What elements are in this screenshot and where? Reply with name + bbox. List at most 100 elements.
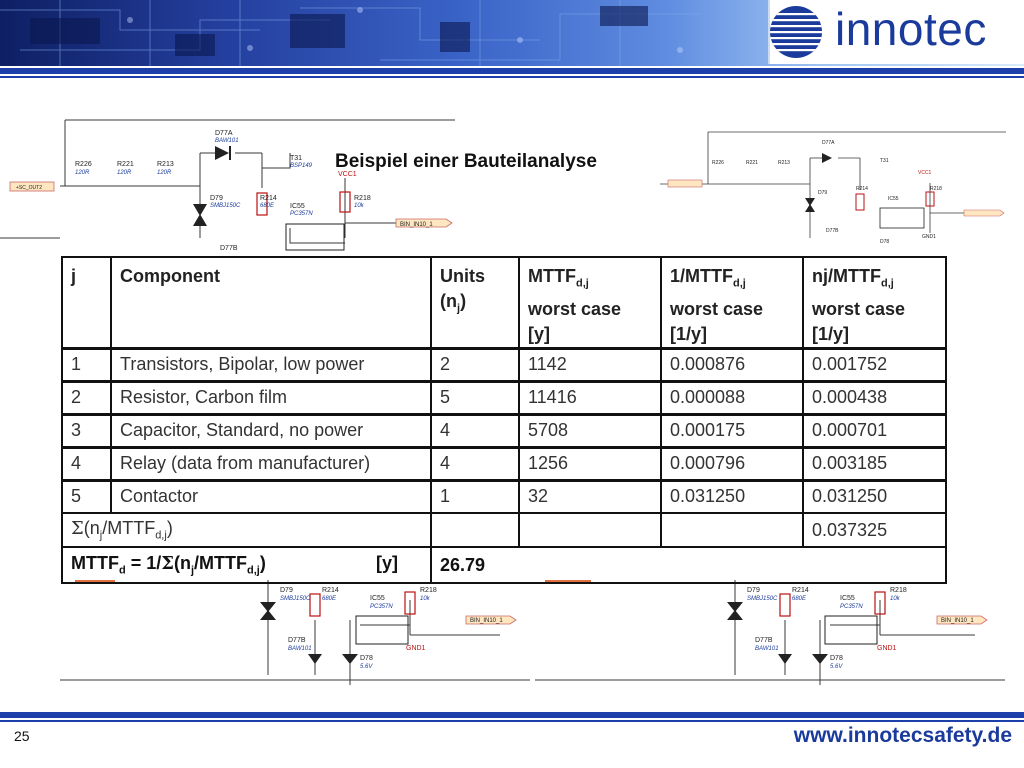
cell-nj-mttf: 0.000438 [802,379,947,416]
cell-units: 2 [430,346,520,383]
cell-mttf: 5708 [518,412,662,449]
svg-text:BAW101: BAW101 [755,646,779,652]
svg-text:R214: R214 [260,195,277,202]
cell-units: 5 [430,379,520,416]
sum-label: Σ(nj/MTTFd,j) [61,512,432,549]
svg-text:BSP149: BSP149 [290,163,313,169]
svg-text:D79: D79 [210,195,223,202]
svg-text:D79: D79 [818,190,827,196]
cell-inverse-mttf: 0.000796 [660,445,804,482]
col-header-nj-mttf: nj/MTTFd,j worst case [1/y] [802,255,947,350]
svg-text:T31: T31 [290,155,302,162]
svg-text:680E: 680E [260,203,275,209]
svg-text:IC55: IC55 [888,196,899,202]
cell-units: 1 [430,478,520,515]
cell-nj-mttf: 0.001752 [802,346,947,383]
cell-j: 4 [61,445,112,482]
svg-text:D78: D78 [880,239,889,245]
svg-text:GND1: GND1 [877,645,897,652]
cell-inverse-mttf: 0.031250 [660,478,804,515]
svg-text:680E: 680E [322,596,337,602]
svg-text:T31: T31 [880,158,889,164]
col-header-j: j [61,255,112,350]
col-header-component: Component [110,255,432,350]
svg-text:IC55: IC55 [370,595,385,602]
svg-text:BIN_IN10_1: BIN_IN10_1 [941,618,974,624]
svg-text:SMBJ150C: SMBJ150C [747,596,778,602]
cell-j: 5 [61,478,112,515]
cell-component: Transistors, Bipolar, low power [110,346,432,383]
svg-text:SMBJ150C: SMBJ150C [210,203,241,209]
cell-nj-mttf: 0.000701 [802,412,947,449]
col-header-inverse-mttf: 1/MTTFd,j worst case [1/y] [660,255,804,350]
svg-text:R218: R218 [890,587,907,594]
svg-text:GND1: GND1 [922,234,936,240]
cell-mttf: 32 [518,478,662,515]
innotec-logo-icon [770,6,822,58]
table-header-row: j Component Units (nj) MTTFd,j worst cas… [61,255,947,350]
schematic-bottom-left: D79 R214 IC55 R218 D77B D78 GND1 BIN_IN1… [60,580,530,685]
svg-text:SMBJ150C: SMBJ150C [280,596,311,602]
svg-text:GND1: GND1 [406,645,426,652]
table-row: 5 Contactor 1 32 0.031250 0.031250 [61,478,947,515]
svg-text:BAW101: BAW101 [215,138,239,144]
sum-value: 0.037325 [802,512,947,549]
svg-text:R221: R221 [746,160,758,166]
cell-j: 1 [61,346,112,383]
header-rule-thin [0,76,1024,78]
schematic-top-right: R226 R221 R213 D77A T31 VCC1 D79 R214 IC… [660,131,1006,245]
page-number: 25 [14,728,30,744]
svg-text:5.6V: 5.6V [360,664,373,670]
svg-text:R213: R213 [778,160,790,166]
cell-mttf: 11416 [518,379,662,416]
mttf-result-label: MTTFd = 1/Σ(nj/MTTFd,j) [y] [61,546,432,585]
header-rule [0,68,1024,74]
svg-text:BIN_IN10_1: BIN_IN10_1 [400,222,433,228]
svg-text:R214: R214 [856,186,868,192]
table-row: 3 Capacitor, Standard, no power 4 5708 0… [61,412,947,449]
cell-inverse-mttf: 0.000088 [660,379,804,416]
cell-component: Relay (data from manufacturer) [110,445,432,482]
logo-wordmark: innotec [835,3,987,55]
svg-text:BAW101: BAW101 [288,646,312,652]
slide-title: Beispiel einer Bauteilanalyse [335,151,597,172]
cell-nj-mttf: 0.031250 [802,478,947,515]
svg-text:10k: 10k [890,596,901,602]
svg-text:10k: 10k [420,596,431,602]
footer-rule [0,712,1024,718]
svg-text:D77B: D77B [755,637,773,644]
svg-text:PC357N: PC357N [370,604,393,610]
cell-component: Capacitor, Standard, no power [110,412,432,449]
svg-text:R218: R218 [420,587,437,594]
svg-text:120R: 120R [117,170,132,176]
svg-text:R218: R218 [354,195,371,202]
sum-row: Σ(nj/MTTFd,j) 0.037325 [61,512,947,549]
footer-website-link[interactable]: www.innotecsafety.de [793,724,1012,747]
table-row: 4 Relay (data from manufacturer) 4 1256 … [61,445,947,482]
svg-text:D77B: D77B [288,637,306,644]
mttf-result-unit: [y] [376,553,398,574]
cell-j: 2 [61,379,112,416]
cell-j: 3 [61,412,112,449]
svg-text:D78: D78 [830,655,843,662]
footer-rule-thin [0,720,1024,722]
cell-mttf: 1142 [518,346,662,383]
svg-text:R226: R226 [712,160,724,166]
cell-units: 4 [430,445,520,482]
svg-text:PC357N: PC357N [290,211,313,217]
svg-text:D79: D79 [280,587,293,594]
svg-text:D77B: D77B [826,228,839,234]
svg-text:R214: R214 [792,587,809,594]
svg-text:R213: R213 [157,161,174,168]
cell-units: 4 [430,412,520,449]
svg-text:R226: R226 [75,161,92,168]
svg-text:IC55: IC55 [290,203,305,210]
svg-text:R214: R214 [322,587,339,594]
svg-text:D77B: D77B [220,245,238,252]
cell-component: Resistor, Carbon film [110,379,432,416]
cell-mttf: 1256 [518,445,662,482]
cell-component: Contactor [110,478,432,515]
svg-text:120R: 120R [157,170,172,176]
svg-text:R221: R221 [117,161,134,168]
schematic-top-left: R226 R221 R213 D77A T31 VCC1 D79 R214 IC… [0,119,455,252]
